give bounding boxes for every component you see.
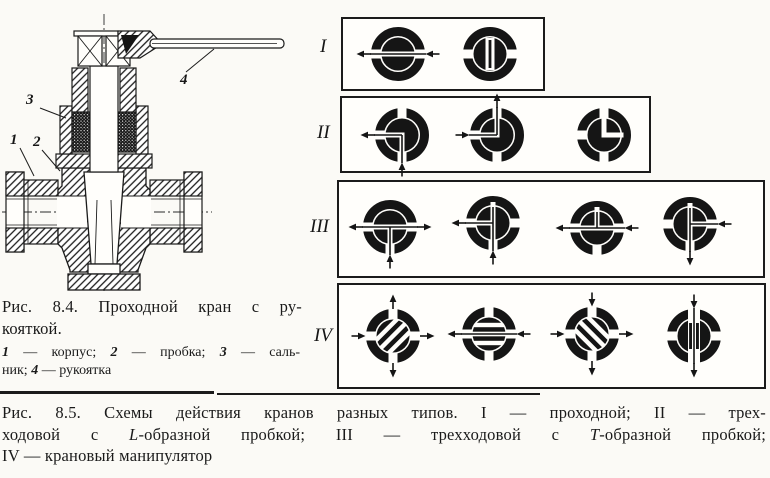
valve-state-symbol bbox=[661, 197, 732, 266]
part-label-3: 3 bbox=[26, 92, 34, 108]
legend-line: ник; 4 — рукоятка bbox=[2, 362, 300, 380]
valve-body bbox=[57, 167, 151, 291]
valve-state-symbol bbox=[356, 27, 440, 81]
handle-assembly bbox=[73, 30, 285, 67]
valve-state-symbol bbox=[447, 305, 531, 363]
row-label-IV: IV bbox=[314, 325, 332, 346]
legend-num: 4 bbox=[31, 363, 39, 378]
valve-state-symbol bbox=[555, 201, 639, 257]
row-label-III: III bbox=[310, 216, 329, 237]
bonnet-and-neck bbox=[55, 65, 153, 173]
legend-text: — корпус; bbox=[9, 345, 111, 360]
legend-text: ник; bbox=[2, 363, 32, 378]
caption-text: -образной пробкой; bbox=[599, 424, 767, 444]
valve-state-symbol bbox=[351, 294, 435, 378]
caption-text: L bbox=[129, 424, 139, 444]
valve-state-symbol bbox=[360, 106, 429, 177]
legend-text: — саль- bbox=[226, 345, 301, 360]
row-label-II: II bbox=[317, 122, 330, 143]
bottom-cap bbox=[67, 273, 141, 291]
valve-state-symbol bbox=[575, 106, 631, 164]
valve-stem bbox=[89, 65, 119, 173]
valve-state-symbol bbox=[455, 93, 524, 164]
caption-line: Рис. 8.5. Схемы действия кранов разных т… bbox=[2, 403, 766, 422]
divider-rule-right bbox=[217, 393, 540, 395]
divider-rule-left bbox=[0, 391, 214, 394]
caption-text: ходовой с bbox=[2, 424, 130, 444]
caption-line: Рис. 8.4. Проходной кран с ру- bbox=[2, 297, 302, 316]
legend-text: — пробка; bbox=[117, 345, 220, 360]
right-pipe bbox=[149, 171, 203, 253]
figure-8-4-legend: 1 — корпус; 2 — пробка; 3 — саль- ник; 4… bbox=[2, 344, 300, 380]
legend-num: 2 bbox=[110, 345, 118, 360]
part-label-4: 4 bbox=[180, 72, 188, 88]
valve-state-symbol bbox=[451, 196, 522, 265]
part-label-1: 1 bbox=[10, 132, 18, 148]
left-pipe bbox=[5, 171, 59, 253]
leader-lines bbox=[19, 48, 215, 177]
valve-state-symbol bbox=[665, 294, 723, 378]
caption-line: ходовой с L-образной пробкой; III — трех… bbox=[2, 424, 766, 446]
row-label-I: I bbox=[320, 36, 327, 57]
figure-8-4-caption: Рис. 8.4. Проходной кран с ру- кояткой. bbox=[2, 296, 302, 340]
legend-num: 3 bbox=[219, 345, 227, 360]
part-label-2: 2 bbox=[33, 134, 41, 150]
valve-state-symbol bbox=[348, 200, 432, 269]
caption-text: Т bbox=[589, 424, 600, 444]
valve-state-symbol bbox=[461, 27, 519, 81]
legend-text: — рукоятка bbox=[38, 363, 112, 378]
caption-line: IV — крановый манипулятор bbox=[2, 446, 213, 465]
caption-text: -образной пробкой; III — трехходовой с bbox=[138, 424, 590, 444]
figure-8-5-caption: Рис. 8.5. Схемы действия кранов разных т… bbox=[2, 402, 766, 467]
legend-num: 1 bbox=[2, 345, 9, 360]
legend-line: 1 — корпус; 2 — пробка; 3 — саль- bbox=[2, 344, 300, 362]
caption-line: кояткой. bbox=[2, 319, 62, 338]
figure-8-4-valve-drawing bbox=[2, 14, 285, 294]
valve-state-symbol bbox=[550, 292, 634, 376]
